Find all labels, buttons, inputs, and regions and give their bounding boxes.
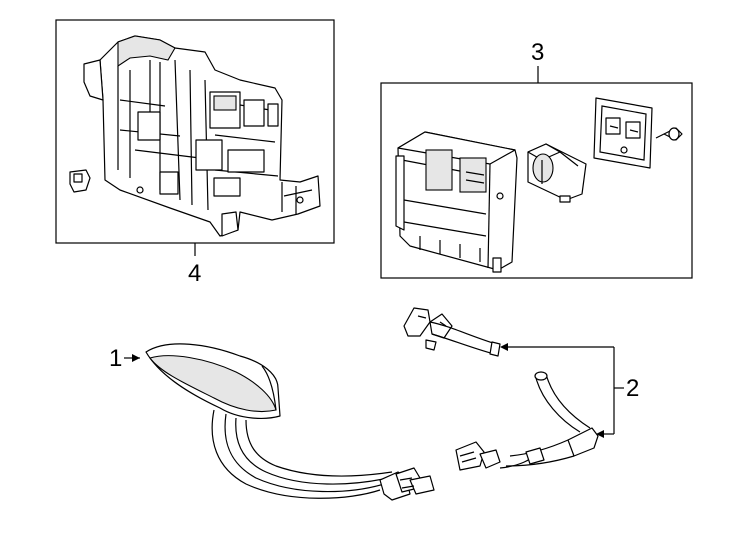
part-1-antenna: 1 xyxy=(109,343,435,501)
mounting-plate-drawing xyxy=(593,97,653,169)
part-2-harness: 2 xyxy=(403,307,639,471)
harness-upper-drawing xyxy=(403,307,501,357)
part-group-3: 3 xyxy=(380,39,693,279)
part-group-4: 4 xyxy=(55,19,335,287)
control-module-drawing xyxy=(395,131,518,273)
part-3-frame xyxy=(380,82,693,279)
antenna-cable-drawing xyxy=(211,409,435,501)
callout-1: 1 xyxy=(109,345,122,372)
antenna-housing-drawing xyxy=(145,343,281,419)
callout-2: 2 xyxy=(626,375,639,402)
connector-shell-drawing xyxy=(527,143,587,203)
callout-4: 4 xyxy=(188,260,201,287)
small-clip-drawing xyxy=(69,169,91,193)
screw-drawing xyxy=(655,127,683,141)
harness-lower-drawing xyxy=(455,371,599,471)
callout-3: 3 xyxy=(531,39,544,66)
mounting-bracket-drawing xyxy=(83,35,321,237)
